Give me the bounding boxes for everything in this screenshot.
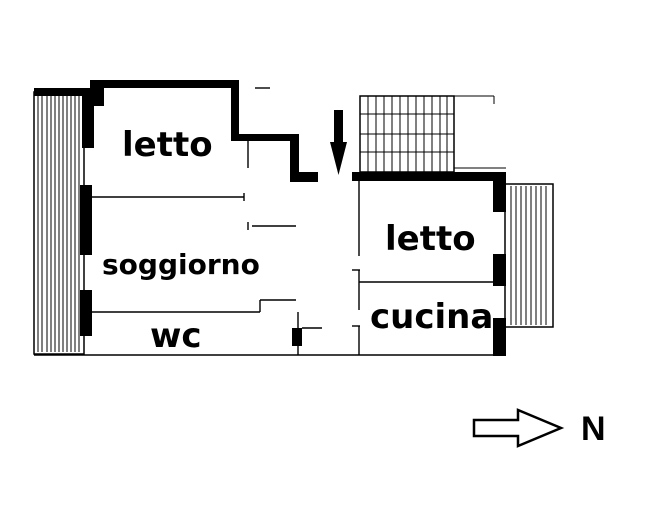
- room-label-letto-right: letto: [385, 219, 476, 259]
- interior-walls: [34, 87, 506, 356]
- staircase: [359, 95, 506, 173]
- north-label: N: [581, 410, 606, 448]
- north-compass: N: [472, 408, 606, 448]
- room-label-letto-top: letto: [122, 125, 213, 165]
- room-label-wc: wc: [150, 316, 202, 356]
- room-label-cucina: cucina: [370, 297, 493, 337]
- exterior-walls: [80, 80, 506, 356]
- right-balcony: [504, 183, 554, 328]
- entrance-arrow-icon: [330, 110, 347, 175]
- left-balcony: [33, 88, 92, 355]
- room-label-soggiorno: soggiorno: [102, 248, 260, 281]
- arrow-right-icon: [472, 408, 565, 448]
